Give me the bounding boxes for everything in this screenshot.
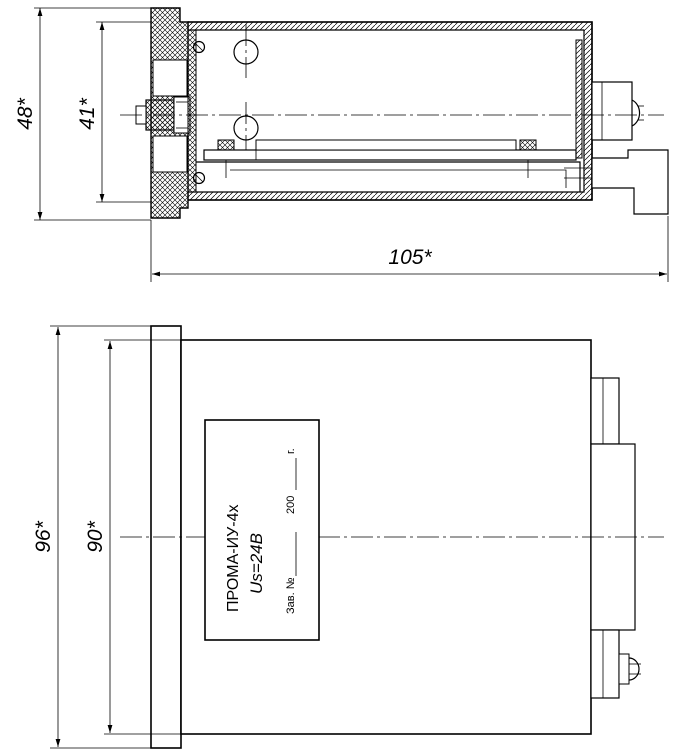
nameplate bbox=[204, 419, 320, 641]
dim-side-height-outer: 48* bbox=[14, 97, 37, 129]
dim-length: 105* bbox=[388, 246, 432, 269]
screw-bottom bbox=[192, 171, 206, 185]
front-view: ПРОМА-ИУ-4х Us=24В Зав. № 200 г. 96* 90* bbox=[32, 325, 664, 749]
nameplate-voltage: Us=24В bbox=[247, 533, 266, 594]
dim-side-height-inner: 41* bbox=[76, 97, 99, 129]
nameplate-serial-label: Зав. № bbox=[285, 577, 297, 614]
screw-top bbox=[192, 40, 206, 54]
side-section-view: 48* 41* 105* bbox=[14, 7, 669, 282]
nameplate-year-label: 200 bbox=[285, 496, 297, 514]
rear-connector bbox=[591, 81, 633, 141]
circuit-board bbox=[203, 149, 577, 161]
nameplate-model: ПРОМА-ИУ-4х bbox=[225, 505, 242, 612]
rear-board bbox=[575, 39, 583, 159]
nameplate-year-suffix: г. bbox=[285, 448, 297, 454]
housing-wall bbox=[187, 21, 593, 201]
terminal-block bbox=[591, 149, 669, 215]
dim-front-height-inner: 90* bbox=[84, 520, 107, 552]
dim-front-height-outer: 96* bbox=[32, 520, 55, 552]
